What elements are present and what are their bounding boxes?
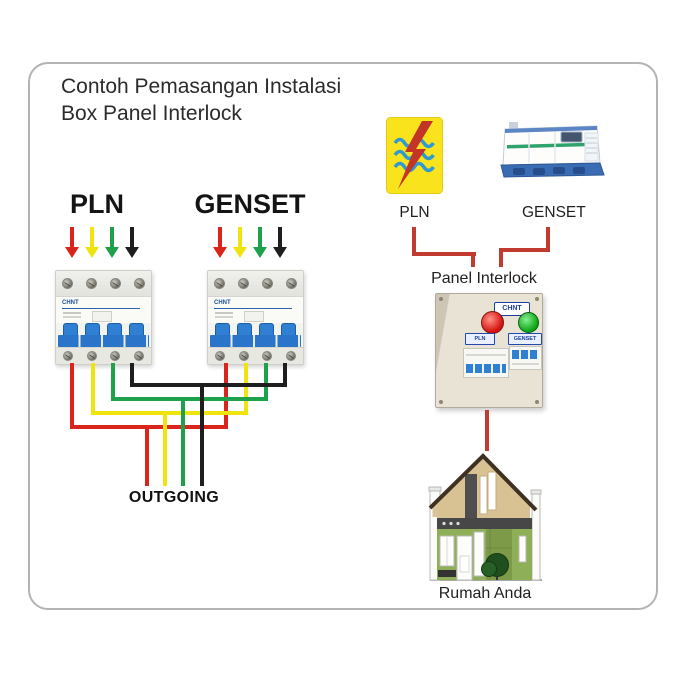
screw-icon: [261, 278, 273, 289]
house-caption: Rumah Anda: [438, 585, 532, 602]
wire-pln-black: [130, 363, 134, 387]
down-arrow-icon: [110, 227, 114, 247]
screw-icon: [238, 351, 249, 361]
wire-pln-green: [111, 363, 115, 401]
down-arrow-icon: [218, 227, 222, 247]
connector-line: [546, 227, 550, 252]
breaker-terminal-strip: [208, 271, 303, 297]
screw-icon: [535, 400, 539, 404]
breaker-toggle-bar: [210, 335, 301, 347]
connector-line: [412, 227, 416, 256]
breaker-rating-box: [244, 311, 264, 322]
genset-caption: GENSET: [522, 204, 586, 221]
breaker-face: CHNT: [56, 297, 151, 323]
panel-interlock-image: CHNT PLN GENSET: [435, 293, 543, 408]
pln-caption: PLN: [399, 204, 430, 221]
outgoing-wire-red: [145, 425, 149, 486]
connector-line: [471, 252, 475, 267]
wire-pln-red: [70, 363, 74, 429]
wire-genset-red: [224, 363, 228, 429]
connector-line: [499, 248, 550, 252]
breaker-rating-box: [92, 311, 112, 322]
screw-icon: [86, 351, 97, 361]
house-image: [428, 453, 542, 581]
screw-icon: [214, 278, 226, 289]
outgoing-label: OUTGOING: [128, 489, 220, 506]
breaker-spec-text: [63, 312, 81, 314]
breaker-toggles: [211, 323, 300, 337]
indicator-light-red: [481, 311, 504, 334]
screw-icon: [285, 278, 297, 289]
page-title: Contoh Pemasangan Instalasi Box Panel In…: [61, 73, 341, 127]
panel-mini-breaker: [509, 346, 542, 370]
mcb-breaker-genset: CHNT: [207, 270, 304, 365]
panel-interlock-caption: Panel Interlock: [431, 270, 537, 287]
breaker-terminal-strip: [56, 347, 151, 364]
screw-icon: [62, 278, 74, 289]
screw-icon: [535, 297, 539, 301]
screw-icon: [439, 297, 443, 301]
wire-genset-yellow: [244, 363, 248, 415]
screw-icon: [133, 278, 145, 289]
breaker-face-line: [512, 363, 539, 365]
screw-icon: [109, 278, 121, 289]
breaker-face-line: [214, 308, 292, 309]
busbar-green: [111, 397, 268, 401]
connector-line: [412, 252, 476, 256]
connector-line: [499, 248, 503, 267]
breaker-terminal-strip: [208, 347, 303, 364]
mcb-breaker-pln: CHNT: [55, 270, 152, 365]
panel-brand-plate: CHNT: [494, 302, 530, 316]
title-line-1: Contoh Pemasangan Instalasi: [61, 75, 342, 98]
screw-icon: [286, 351, 297, 361]
breaker-face: CHNT: [208, 297, 303, 323]
down-arrow-icon: [258, 227, 262, 247]
screw-icon: [86, 278, 98, 289]
outgoing-wire-black: [200, 383, 204, 486]
busbar-black: [130, 383, 287, 387]
screw-icon: [134, 351, 145, 361]
breaker-spec-text: [215, 312, 233, 314]
genset-image: [500, 122, 605, 178]
panel-genset-plate: GENSET: [508, 333, 542, 345]
breaker-toggles: [466, 364, 506, 373]
breaker-face-line: [466, 354, 506, 356]
breaker-toggles: [512, 350, 539, 359]
screw-icon: [110, 351, 121, 361]
down-arrow-icon: [70, 227, 74, 247]
wire-genset-black: [283, 363, 287, 387]
busbar-red: [70, 425, 228, 429]
wire-pln-yellow: [91, 363, 95, 415]
wire-genset-green: [264, 363, 268, 401]
screw-icon: [439, 400, 443, 404]
breaker-brand-label: CHNT: [214, 300, 231, 306]
down-arrow-icon: [238, 227, 242, 247]
breaker-terminal-strip: [56, 271, 151, 297]
pln-logo-icon: [386, 117, 443, 194]
screw-icon: [238, 278, 250, 289]
breaker-face-line: [62, 308, 140, 309]
panel-mini-breaker: [463, 348, 509, 378]
outgoing-wire-green: [181, 397, 185, 486]
outgoing-wire-yellow: [163, 411, 167, 486]
screw-icon: [214, 351, 225, 361]
connector-line: [485, 410, 489, 451]
screw-icon: [262, 351, 273, 361]
breaker-brand-label: CHNT: [62, 300, 79, 306]
pln-source-header: PLN: [70, 189, 124, 219]
title-line-2: Box Panel Interlock: [61, 102, 242, 125]
genset-source-header: GENSET: [194, 189, 306, 219]
busbar-yellow: [91, 411, 248, 415]
down-arrow-icon: [130, 227, 134, 247]
indicator-light-green: [518, 312, 539, 333]
down-arrow-icon: [90, 227, 94, 247]
breaker-toggle-bar: [58, 335, 149, 347]
screw-icon: [62, 351, 73, 361]
panel-pln-plate: PLN: [465, 333, 495, 345]
down-arrow-icon: [278, 227, 282, 247]
breaker-toggles: [59, 323, 148, 337]
